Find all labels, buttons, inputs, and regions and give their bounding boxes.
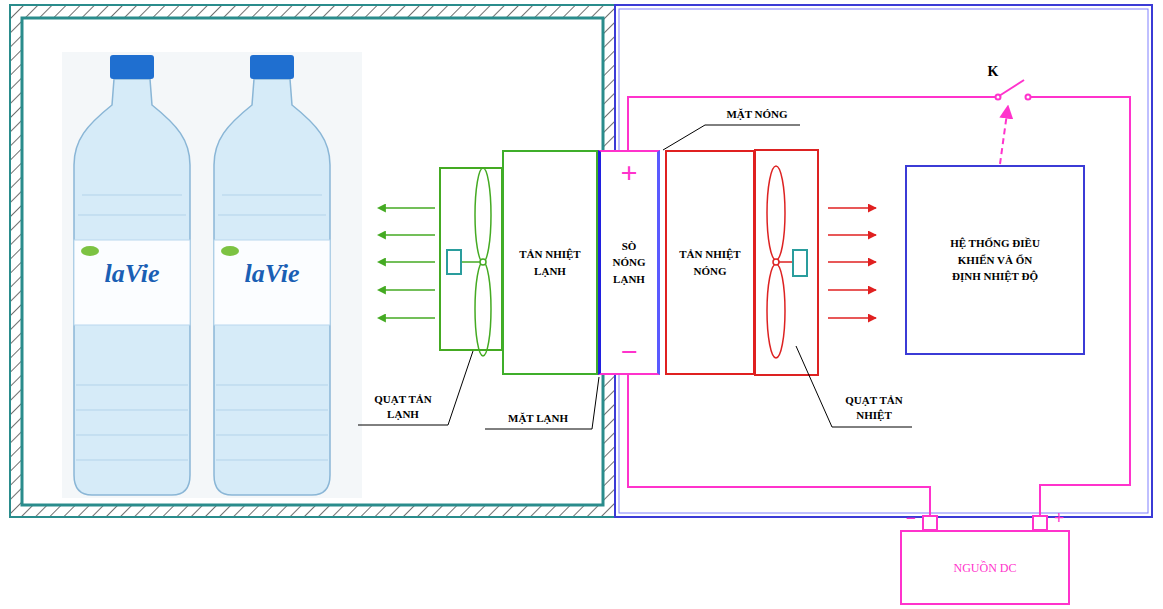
power-supply-box: NGUỒN DC [900, 530, 1070, 605]
heatsink-box: TẢN NHIỆT LẠNH [502, 150, 598, 375]
heatsink-box: TẢN NHIỆT NÓNG [665, 150, 755, 375]
node-text: HỆ THỐNG ĐIỀU KHIỂN VÀ ỔN ĐỊNH NHIỆT ĐỘ [947, 235, 1043, 285]
terminal-sign: + [1050, 508, 1068, 528]
outer-frame [615, 5, 1152, 517]
photo-ground [62, 52, 362, 498]
node-text: SÒ NÓNG LẠNH [605, 238, 653, 288]
part-label: MẶT LẠNH [490, 411, 586, 426]
part-label: QUẠT TẢN LẠNH [360, 392, 446, 422]
hot-fan [755, 150, 818, 375]
node-text: TẢN NHIỆT NÓNG [671, 246, 749, 279]
wire [628, 375, 930, 530]
bottle [74, 55, 190, 495]
brand-text: laVie [232, 258, 312, 290]
control-arrow [1000, 106, 1008, 164]
insulated-housing [10, 5, 615, 517]
control-box: HỆ THỐNG ĐIỀU KHIỂN VÀ ỔN ĐỊNH NHIỆT ĐỘ [905, 165, 1085, 355]
node-text: − [620, 337, 637, 367]
peltier-module: + SÒ NÓNG LẠNH − [598, 150, 660, 375]
node-text: + [620, 158, 637, 188]
node-text: TẢN NHIỆT LẠNH [508, 246, 592, 279]
part-label: QUẠT TẢN NHIỆT [835, 393, 913, 423]
terminals [923, 516, 1047, 530]
part-label: MẶT NÓNG [712, 107, 802, 122]
leader-lines [358, 125, 912, 429]
switch-label: K [984, 64, 1002, 80]
switch-symbol [996, 80, 1031, 100]
brand-text: laVie [92, 258, 172, 290]
cold-fan [440, 168, 502, 356]
wire [628, 97, 1130, 530]
cold-air-arrows [385, 208, 435, 318]
terminal-sign: − [902, 508, 920, 528]
bottle [214, 55, 330, 495]
node-text: NGUỒN DC [954, 559, 1017, 577]
hot-air-arrows [828, 208, 876, 318]
